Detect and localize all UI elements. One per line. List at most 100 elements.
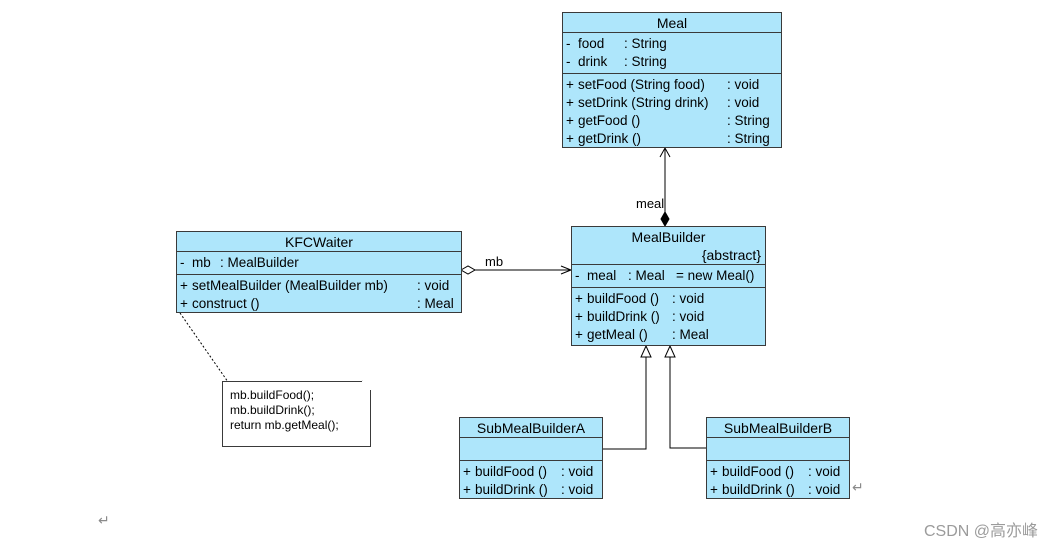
attribute-row: -food : String [566,35,781,53]
generalization-sub-a [603,344,652,450]
operation-name: setDrink (String drink) [578,95,709,110]
note-line: return mb.getMeal(); [230,418,339,432]
attribute-name: food [578,36,605,51]
attribute-type: : MealBuilder [220,255,299,270]
attributes-section [460,437,602,460]
operation-row: + buildFood () : void [575,290,765,308]
attribute-name: mb [192,255,211,270]
operation-name: buildFood () [587,291,660,306]
class-stereotype: {abstract} [701,247,761,263]
attribute-initial-value: = new Meal() [676,268,755,283]
aggregation-waiter-to-builder [459,265,573,275]
attribute-row: -drink : String [566,53,781,71]
role-label-meal: meal [636,196,665,211]
operation-name: getMeal () [587,327,648,342]
operations-section: + setMealBuilder (MealBuilder mb) : void +… [177,274,461,315]
watermark: CSDN @高亦峰 [923,523,1038,540]
operations-section: + buildFood () : void + buildDrink () : void [460,460,602,501]
operation-row: + construct () : Meal [180,295,461,313]
attribute-name: meal [587,268,617,283]
visibility: + [463,464,471,479]
class-sub-meal-builder-a[interactable]: SubMealBuilderA + buildFood () : void + bui… [459,417,603,499]
operation-name: construct () [192,296,260,311]
visibility: - [566,54,571,69]
operation-name: getDrink () [578,131,642,146]
attribute-row: -mb : MealBuilder [180,254,461,272]
visibility: + [710,464,718,479]
operations-section: +setFood (String food): void + setDrink (… [563,73,781,150]
operation-type: : void [672,291,705,306]
class-name: SubMealBuilderB [723,420,833,436]
visibility: + [180,278,188,293]
note-link [179,312,236,393]
composition-meal-builder-to-meal [659,146,671,228]
operation-row: + getFood () : String [566,112,781,130]
attributes-section [707,437,849,460]
operation-name: buildDrink () [722,482,795,497]
visibility: - [575,268,580,283]
operation-row: +buildFood (): void [710,463,849,481]
note-line: mb.buildDrink(); [230,403,315,417]
visibility: + [566,77,574,92]
attributes-section: -meal : Meal = new Meal() [572,264,765,287]
visibility: + [575,327,583,342]
operation-name: buildFood () [475,464,548,479]
class-meal[interactable]: Meal -food : String -drink : String +setFo… [562,12,782,148]
operation-type: : Meal [417,296,454,311]
operations-section: +buildFood (): void + buildDrink () : void [707,460,849,501]
class-meal-builder[interactable]: MealBuilder {abstract} -meal: Meal= new … [571,226,766,346]
visibility: - [566,36,571,51]
attribute-type: : String [624,36,667,51]
attributes-section: -mb : MealBuilder [177,251,461,274]
operation-row: + setMealBuilder (MealBuilder mb) : void [180,277,461,295]
code-note[interactable]: mb.buildFood(); mb.buildDrink(); return … [222,381,371,447]
operation-row: + buildDrink () : void [710,481,849,499]
attribute-row: -meal : Meal = new Meal() [575,267,765,285]
operation-row: +getDrink (): String [566,130,781,148]
operation-name: getFood () [578,113,641,128]
class-sub-meal-builder-b[interactable]: SubMealBuilderB +buildFood (): void +bui… [706,417,850,499]
attributes-section: -food : String -drink : String [563,32,781,73]
operation-row: + buildFood () : void [463,463,602,481]
operation-row: +setFood (String food): void [566,76,781,94]
operation-type: : void [561,464,594,479]
visibility: + [463,482,471,497]
visibility: + [710,482,718,497]
operation-type: : void [417,278,450,293]
operation-type: : void [727,95,760,110]
visibility: + [566,113,574,128]
note-corner [362,381,371,390]
operation-type: : void [672,309,705,324]
operation-type: : void [808,464,841,479]
visibility: + [575,291,583,306]
attribute-type: : Meal [628,268,665,283]
attribute-name: drink [578,54,608,69]
operation-type: : String [727,113,770,128]
operation-type: : Meal [672,327,709,342]
operation-type: : void [727,77,760,92]
visibility: + [575,309,583,324]
operation-type: : void [808,482,841,497]
class-name: KFCWaiter [285,234,353,250]
note-line: mb.buildFood(); [230,388,315,402]
visibility: + [566,131,574,146]
paragraph-mark: ↵ [852,479,864,495]
operation-name: buildDrink () [587,309,660,324]
role-label-mb: mb [485,254,504,269]
generalization-sub-b [664,344,706,449]
class-name: SubMealBuilderA [476,420,586,436]
operations-section: + buildFood () : void + buildDrink () : void… [572,287,765,346]
operation-row: + buildDrink () : void [463,481,602,499]
attribute-type: : String [624,54,667,69]
paragraph-mark: ↵ [98,512,110,528]
class-name: Meal [656,15,688,31]
visibility: + [180,296,188,311]
class-kfc-waiter[interactable]: KFCWaiter -mb : MealBuilder + setMealBuild… [176,231,462,313]
operation-name: setMealBuilder (MealBuilder mb) [192,278,388,293]
operation-row: + buildDrink () : void [575,308,765,326]
operation-type: : void [561,482,594,497]
visibility: - [180,255,185,270]
operation-name: buildDrink () [475,482,548,497]
operation-row: +setDrink (String drink): void [566,94,781,112]
